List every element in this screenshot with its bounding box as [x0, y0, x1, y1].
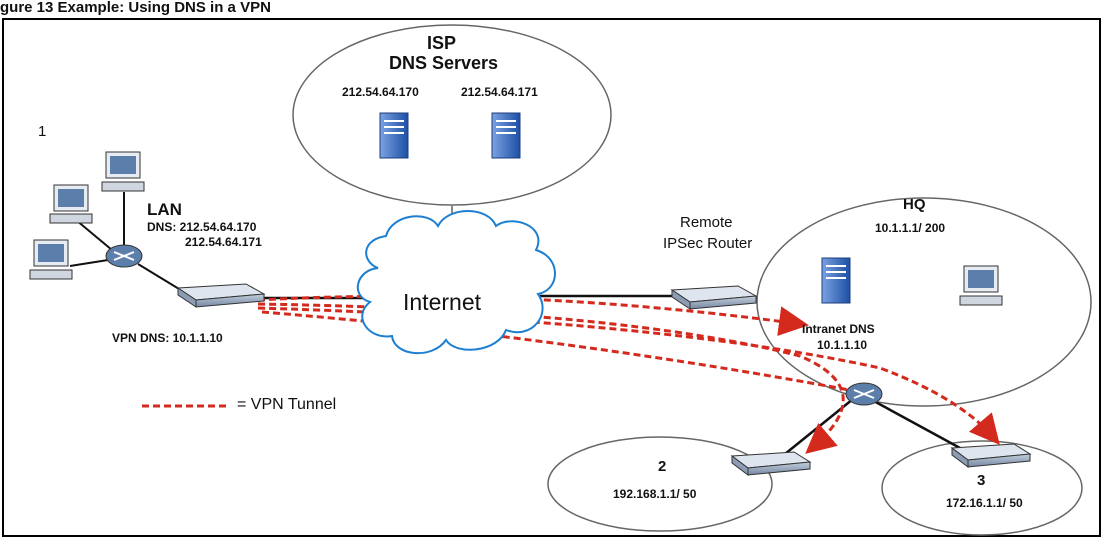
lan-pc3-link — [69, 259, 109, 267]
internet-cloud — [356, 210, 556, 354]
figure-frame — [2, 18, 1101, 537]
lan-title: LAN — [147, 200, 182, 219]
branch2-router-icon — [730, 451, 812, 476]
branch3-subnet: 172.16.1.1/ 50 — [946, 496, 1023, 510]
lan-dns-line1: DNS: 212.54.64.170 — [147, 220, 257, 234]
vpn-tunnel-extra — [261, 310, 861, 394]
branch3-router-icon — [950, 443, 1032, 468]
lan-router-icon — [176, 283, 266, 308]
branch3-title: 3 — [977, 472, 986, 489]
hq-subnet: 10.1.1.1/ 200 — [875, 221, 946, 235]
vpn-tunnel-to-branch2 — [257, 302, 845, 454]
intranet-dns-server-icon — [821, 257, 851, 304]
lan-pc-3-icon — [29, 239, 73, 280]
isp-server-2-ip: 212.54.64.171 — [461, 85, 538, 99]
lan-vpn-dns: VPN DNS: 10.1.1.10 — [112, 331, 223, 345]
remote-router-line2: IPSec Router — [663, 235, 753, 252]
hq-hub-icon — [845, 382, 883, 406]
isp-server-2-icon — [491, 112, 521, 159]
hub-to-branch2-link — [779, 394, 859, 459]
lan-router-link — [137, 263, 185, 293]
branch2-title: 2 — [658, 458, 667, 475]
intranet-dns-label: Intranet DNS — [802, 322, 875, 336]
isp-server-1-ip: 212.54.64.170 — [342, 85, 419, 99]
legend-vpn-tunnel: = VPN Tunnel — [237, 396, 337, 413]
hq-title: HQ — [903, 196, 926, 213]
section-number: 1 — [38, 123, 47, 140]
hq-pc-icon — [959, 265, 1003, 306]
remote-router-line1: Remote — [680, 214, 733, 231]
remote-ipsec-router-icon — [670, 285, 758, 310]
lan-pc2-link — [75, 219, 113, 251]
vpn-tunnel-to-branch3 — [257, 306, 1000, 445]
isp-server-1-icon — [379, 112, 409, 159]
hq-ellipse — [756, 197, 1092, 407]
lan-dns-line2: 212.54.64.171 — [185, 235, 262, 249]
lan-pc-1-icon — [101, 151, 145, 192]
isp-title: ISP — [427, 33, 457, 53]
lan-pc-2-icon — [49, 184, 93, 224]
hub-to-branch3-link — [871, 398, 961, 450]
branch2-subnet: 192.168.1.1/ 50 — [613, 487, 697, 501]
isp-subtitle: DNS Servers — [389, 53, 499, 73]
lan-hub-icon — [105, 244, 143, 268]
intranet-dns-ip: 10.1.1.10 — [817, 338, 868, 352]
internet-label: Internet — [403, 289, 481, 315]
figure-caption: gure 13 Example: Using DNS in a VPN — [0, 0, 271, 16]
branch2-ellipse — [547, 436, 773, 532]
